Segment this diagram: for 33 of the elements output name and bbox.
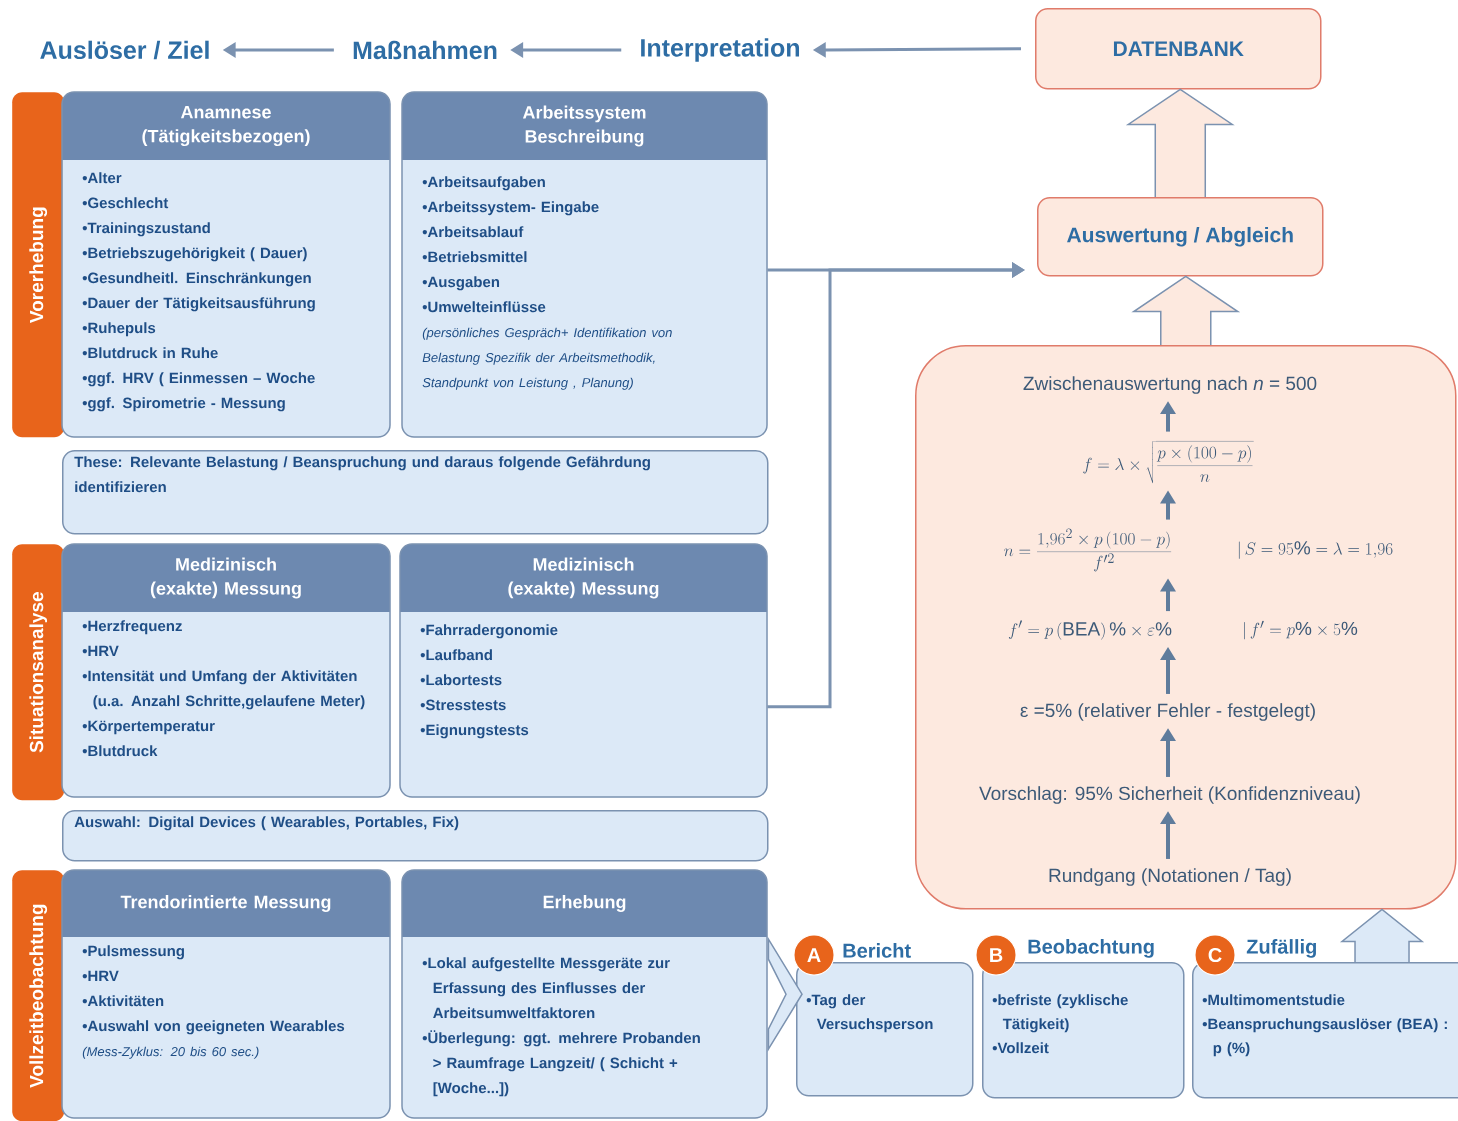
step-text: Rundgang (Notationen / Tag) (1049, 868, 1291, 886)
block-arrow (1339, 908, 1425, 963)
block-arrow (1131, 275, 1241, 346)
info-box: Anamnese (Tätigkeitsbezogen) •Alter •Geschlecht •Trainingszustand •Betriebszugehörigkeit ( Dauer) •Gesundheitl. Einschränkungen •Dauer der Tätigkeitsausführung •Ruhepuls •Blutdruck in Ruhe •ggf. HRV ( Einmessen – Woche •ggf. Spirometrie - Messung (61, 91, 391, 438)
node-label: Beobachtung (1028, 939, 1154, 958)
formula: $f' = p\,(\mathrm{BEA})\,\% \times \varepsilon\%$ $|\,f' = p\% \times 5\%$ (1008, 620, 1358, 640)
formula: $f = \lambda \times \sqrt{\frac{p \times (100-p)}{n}}$ (1083, 441, 1254, 484)
info-box: Medizinisch (exakte) Messung •Herzfrequenz •HRV •Intensität und Umfang der Aktivitäten (u.a. Anzahl Schritte,gelaufene Meter) •Körpertemperatur •Blutdruck (61, 543, 391, 798)
label-box: Auswertung / Abgleich (1037, 197, 1324, 277)
container-box (915, 345, 1457, 910)
section-tab: Vorerhebung (12, 92, 65, 438)
section-tab: Situationsanalyse (12, 544, 65, 801)
letter-badge: B (975, 934, 1017, 976)
note-box: These: Relevante Belastung / Beanspruchung und daraus folgende Gefährdung identifizieren (62, 450, 769, 535)
step-text: Zwischenauswertung nach n = 500 (1023, 376, 1317, 394)
letter-badge: C (1194, 934, 1236, 976)
node-label: Zufällig (1246, 939, 1316, 958)
info-box: Medizinisch (exakte) Messung •Fahrradergonomie •Laufband •Labortests •Stresstests •Eignungstests (399, 543, 768, 798)
node-label: Bericht (843, 943, 911, 958)
step-text: Vorschlag: 95% Sicherheit (Konfidenzniveau) (979, 786, 1360, 804)
heading-text: Maßnahmen (353, 40, 497, 60)
note-box: Auswahl: Digital Devices ( Wearables, Portables, Fix) (62, 810, 769, 862)
formula: $n = \frac{1{,}96^2 \times p\,(100-p)}{f'^2}$ $|\,S = 95\% = \lambda = 1{,}96$ (1004, 528, 1393, 572)
label-box: DATENBANK (1035, 8, 1322, 90)
block-arrow (1125, 88, 1235, 198)
info-box: Erhebung •Lokal aufgestellte Messgeräte zur Erfassung des Einflusses der Arbeitsumweltfaktoren •Überlegung: ggt. mehrere Probanden > Raumfrage Langzeit/ ( Schicht + [Woche...]) (401, 869, 768, 1119)
step-text: ε =5% (relativer Fehler - festgelegt) (1020, 703, 1315, 721)
heading-text: Auslöser / Ziel (40, 40, 209, 60)
section-tab: Vollzeitbeobachtung (12, 870, 65, 1121)
heading-text: Interpretation (641, 38, 799, 62)
info-box: Arbeitssystem Beschreibung •Arbeitsaufgaben •Arbeitssystem- Eingabe •Arbeitsablauf •Betriebsmittel •Ausgaben •Umwelteinflüsse (persönliches Gespräch+ Identifikation von Belastung Spezifik der Arbeitsmethodik, Standpunkt von Leistung , Planung) (401, 91, 768, 438)
letter-badge: A (793, 934, 835, 976)
info-box: Trendorintierte Messung •Pulsmessung •HRV •Aktivitäten •Auswahl von geeigneten Wearables (Mess-Zyklus: 20 bis 60 sec.) (61, 869, 391, 1119)
